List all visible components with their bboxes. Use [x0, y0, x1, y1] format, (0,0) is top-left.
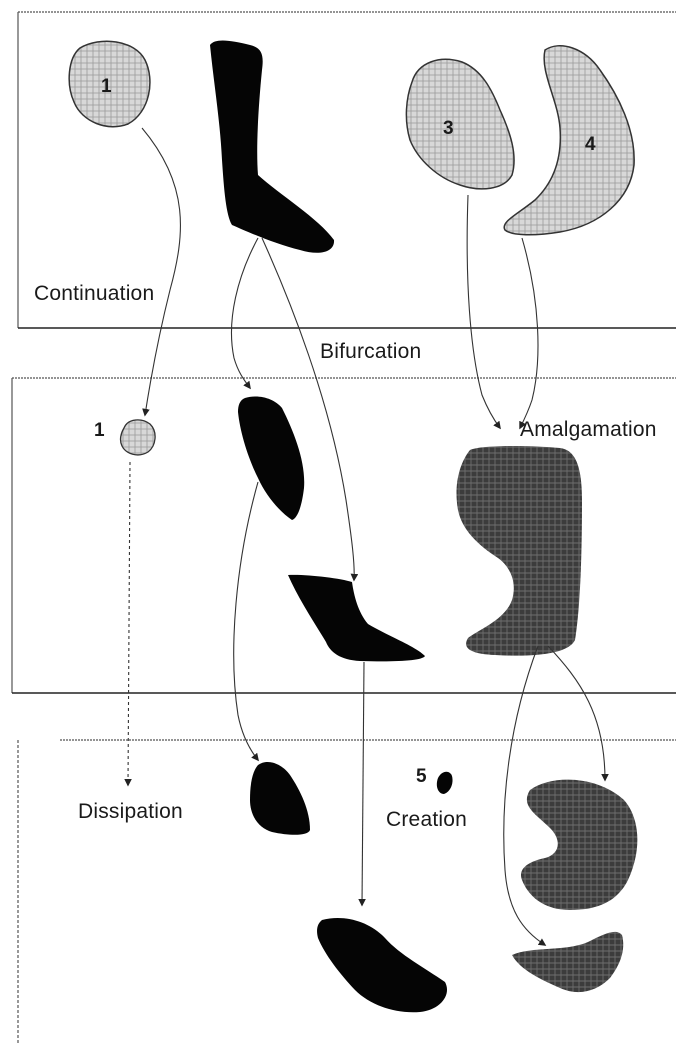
label-creation: Creation — [386, 808, 467, 832]
number-object-5: 5 — [416, 766, 427, 788]
label-continuation: Continuation — [34, 282, 154, 306]
object-2b-black-mid — [288, 575, 425, 662]
object-2-black-top — [210, 40, 334, 252]
object-2a-black-mid — [238, 396, 304, 520]
arrow-amalgamation-4 — [520, 238, 538, 428]
number-object-3: 3 — [443, 118, 454, 140]
number-object-1-top: 1 — [101, 76, 112, 98]
arrow-split-upper — [548, 646, 605, 780]
object-1-mid — [121, 420, 156, 455]
arrow-2b-down — [362, 662, 364, 905]
label-bifurcation: Bifurcation — [320, 340, 421, 364]
arrow-continuation — [142, 128, 180, 415]
object-5-creation — [437, 772, 453, 794]
number-object-4: 4 — [585, 134, 596, 156]
object-2b-black-bottom — [317, 918, 447, 1012]
object-3-top — [406, 59, 514, 189]
arrow-bifurcation-left — [231, 238, 258, 388]
number-object-1-mid: 1 — [94, 420, 105, 442]
arrow-amalgamation-3 — [467, 195, 500, 428]
arrow-dissipation — [128, 462, 130, 785]
label-amalgamation: Amalgamation — [520, 418, 657, 442]
object-amalgamated-mid — [457, 446, 583, 656]
object-split-upper-bottom — [521, 780, 637, 910]
object-split-lower-bottom — [512, 932, 623, 992]
label-dissipation: Dissipation — [78, 800, 183, 824]
object-4-top — [504, 46, 634, 235]
arrow-2a-down — [234, 482, 258, 760]
object-2a-black-bottom — [250, 762, 310, 835]
